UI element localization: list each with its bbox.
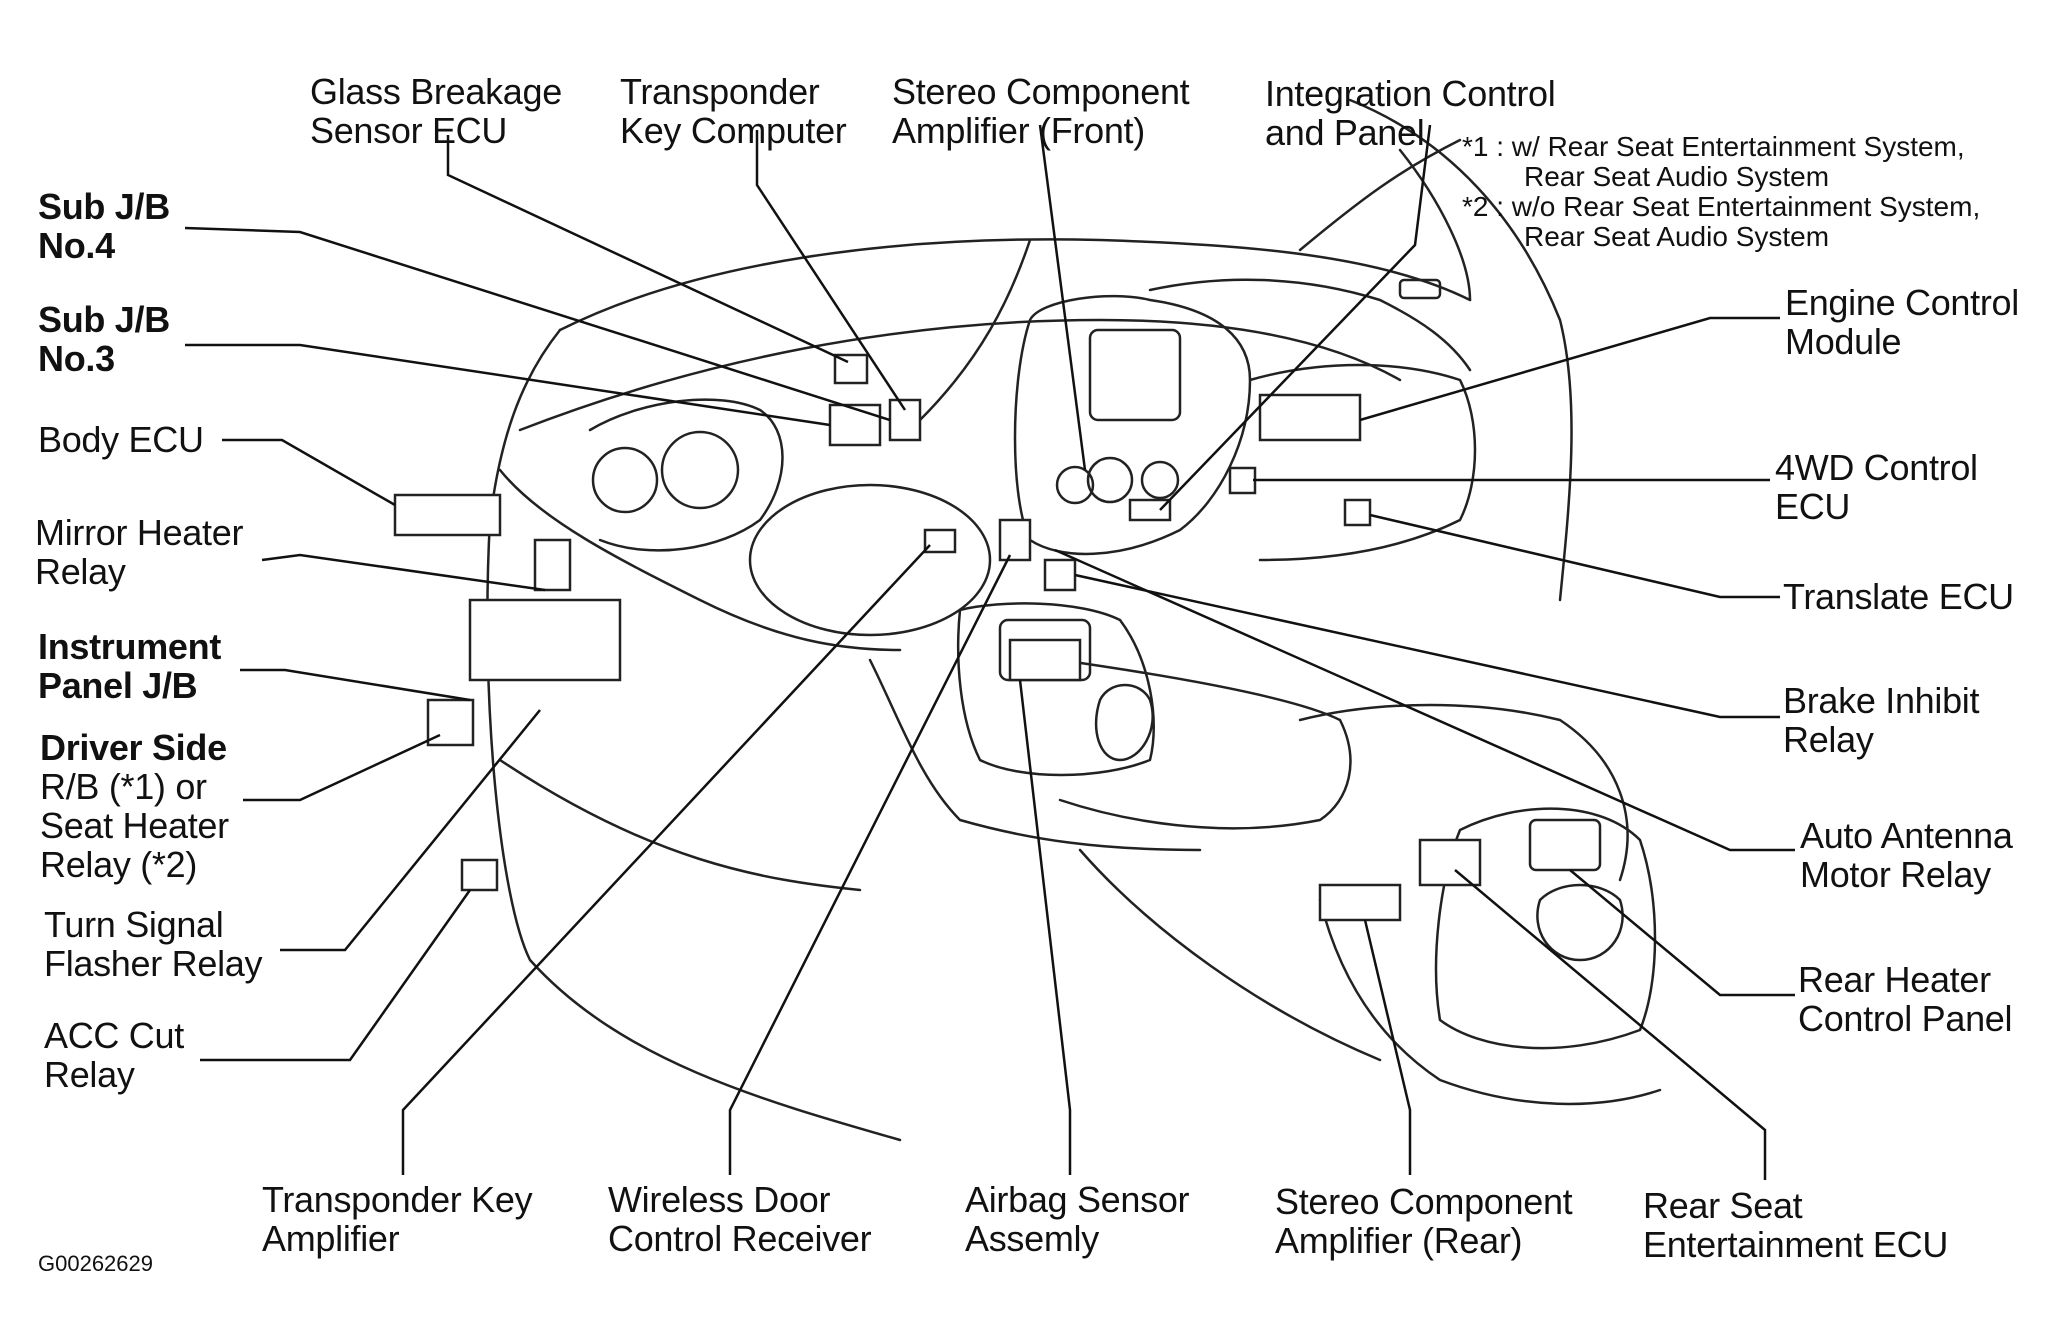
transponder-amp-box bbox=[923, 528, 957, 554]
gauge-left bbox=[591, 446, 659, 514]
label-translate-ecu: Translate ECU bbox=[1783, 576, 2014, 617]
translate-ecu-box bbox=[1343, 498, 1372, 527]
rear-seat-ent-box bbox=[1418, 838, 1482, 887]
windshield-outline bbox=[558, 238, 1472, 332]
acc-cut-relay-box bbox=[460, 858, 499, 892]
steering-column bbox=[918, 238, 1032, 422]
leader-airbag bbox=[1018, 679, 1072, 1175]
leader-stereo-front bbox=[1038, 124, 1087, 471]
steering-wheel bbox=[748, 483, 992, 637]
fwd-control-ecu-box bbox=[1228, 466, 1257, 495]
leader-translate bbox=[1369, 513, 1780, 599]
a-pillar-right bbox=[1398, 148, 1472, 302]
leader-brake-inhibit bbox=[1074, 573, 1780, 719]
glovebox-latch bbox=[1398, 278, 1442, 300]
rear-console bbox=[1434, 807, 1657, 1050]
leader-transponder-amp bbox=[401, 544, 931, 1175]
dash-upper-right bbox=[1148, 278, 1472, 372]
gauge-center bbox=[660, 430, 740, 510]
footnote-1: *1 : w/ Rear Seat Entertainment System,R… bbox=[1462, 131, 1965, 192]
gauge-cluster bbox=[588, 398, 784, 552]
leader-sub-jb4 bbox=[184, 226, 891, 422]
leader-body-ecu bbox=[222, 438, 396, 507]
console-front bbox=[956, 602, 1155, 777]
label-driver-side-rb: Driver Side R/B (*1) or Seat Heater Rela… bbox=[40, 727, 229, 885]
footnote-2: *2 : w/o Rear Seat Entertainment System,… bbox=[1462, 191, 1981, 252]
leader-acc-cut bbox=[200, 889, 472, 1062]
center-stack bbox=[1013, 294, 1252, 556]
dash-right bbox=[1248, 363, 1477, 562]
transponder-computer-box bbox=[888, 398, 922, 442]
a-pillar-left bbox=[488, 328, 562, 522]
leader-engine-control bbox=[1359, 316, 1780, 422]
shifter bbox=[1094, 683, 1154, 762]
leader-sub-jb3 bbox=[185, 343, 831, 427]
floor-left bbox=[486, 518, 902, 1142]
wireless-door-box bbox=[998, 518, 1032, 562]
dash-left-body bbox=[498, 468, 902, 652]
dash-top bbox=[518, 318, 1402, 432]
radio-unit bbox=[1088, 328, 1182, 422]
kick-panel bbox=[868, 658, 1202, 852]
leader-wireless-door bbox=[728, 554, 1012, 1175]
leader-glass-breakage bbox=[446, 135, 849, 364]
console-armrest bbox=[1298, 703, 1629, 882]
figure-code: G00262629 bbox=[38, 1251, 153, 1276]
integration-control-box bbox=[1128, 498, 1172, 522]
rear-console-base bbox=[1318, 898, 1662, 1106]
instrument-panel-jb-box bbox=[468, 598, 622, 682]
rear-heater-panel bbox=[1528, 818, 1602, 872]
leader-integration bbox=[1159, 124, 1432, 511]
hvac-knob-left bbox=[1055, 465, 1095, 505]
stereo-rear-box bbox=[1318, 883, 1402, 922]
leader-turn-signal bbox=[280, 709, 541, 952]
leader-stereo-rear bbox=[1363, 919, 1412, 1175]
mirror-heater-relay-box bbox=[533, 538, 572, 592]
body-ecu-box bbox=[393, 493, 502, 537]
engine-control-module-box bbox=[1258, 393, 1362, 442]
console-body bbox=[1058, 658, 1352, 830]
rear-cupholder bbox=[1536, 883, 1624, 962]
leader-instrument-jb bbox=[240, 668, 471, 702]
airbag-sensor-box bbox=[1008, 638, 1082, 682]
leader-mirror-heater bbox=[261, 553, 546, 592]
hvac-knob-right bbox=[1140, 460, 1180, 500]
leader-transponder-computer bbox=[755, 130, 907, 411]
leader-auto-antenna bbox=[1054, 548, 1795, 852]
sub-jb3-box bbox=[828, 403, 882, 447]
leader-rear-seat-ent bbox=[1454, 869, 1767, 1180]
floor-sweep bbox=[498, 758, 862, 892]
door-line bbox=[1348, 98, 1573, 602]
roof-line bbox=[1298, 138, 1462, 252]
label-body-ecu: Body ECU bbox=[38, 419, 204, 460]
leader-driver-side bbox=[243, 733, 441, 802]
rear-floor bbox=[1078, 848, 1382, 1062]
leader-rear-heater bbox=[1569, 869, 1795, 997]
brake-inhibit-relay-box bbox=[1043, 558, 1077, 592]
hvac-knob-center bbox=[1086, 456, 1134, 504]
